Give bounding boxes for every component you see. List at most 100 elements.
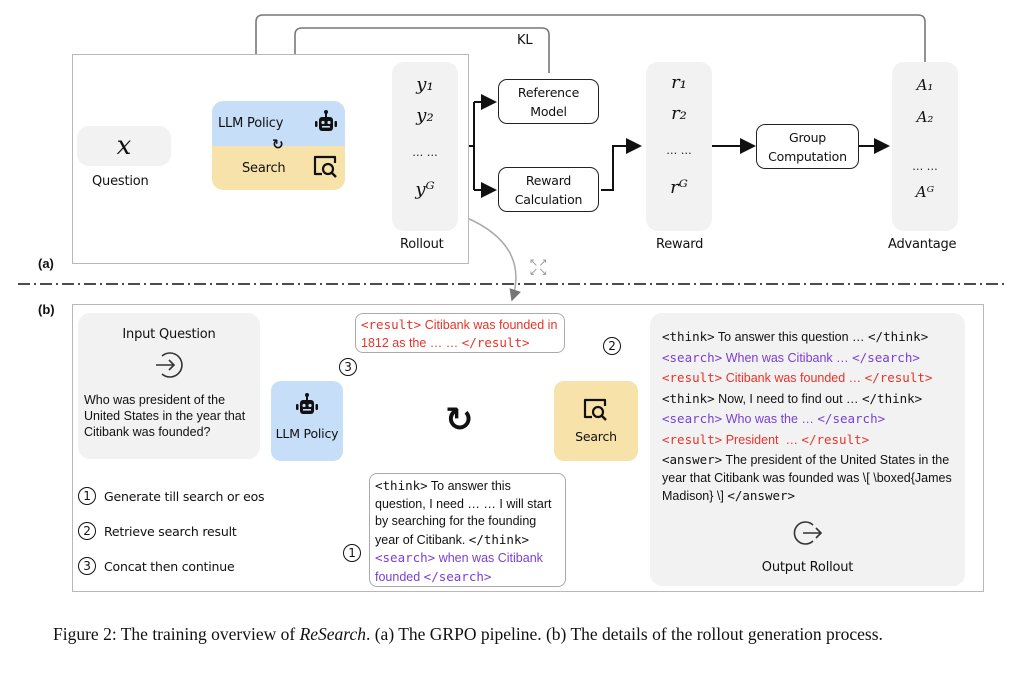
llm-policy-label: LLM Policy: [275, 426, 339, 441]
output-line-tag: <result>: [662, 370, 723, 385]
output-line-tag: </result>: [801, 431, 870, 447]
exit-icon: [650, 518, 965, 555]
answer-line: <answer> The president of the United Sta…: [662, 451, 965, 506]
output-line-text: Who was the …: [722, 412, 818, 426]
legend-text: Concat then continue: [104, 558, 235, 574]
search-box: Search: [554, 381, 638, 461]
output-line-tag: <search>: [662, 349, 723, 365]
reference-model-label: Reference Model: [517, 84, 580, 119]
think-open-tag: <think>: [375, 478, 428, 493]
figure-caption: Figure 2: The training overview of ReSea…: [53, 623, 998, 645]
enter-icon: [78, 350, 260, 384]
result-text: Citibank was founded in 1812 as the … …: [361, 318, 558, 350]
caption-suffix: . (a) The GRPO pipeline. (b) The details…: [365, 624, 883, 644]
kl-feedback-line: [288, 27, 550, 101]
rollout-item: … …: [412, 146, 438, 159]
group-computation-box: Group Computation: [756, 124, 859, 169]
policy-half: LLM Policy: [212, 101, 345, 146]
advantage-item: A₂: [916, 108, 934, 126]
caption-prefix: Figure 2: The training overview of: [53, 624, 300, 644]
panel-a-label: (a): [38, 256, 54, 271]
reward-item: r₂: [671, 103, 687, 124]
output-line: <result> Citibank was founded … </result…: [662, 368, 965, 389]
question-label: Question: [92, 174, 149, 189]
legend-item: 2 Retrieve search result: [78, 521, 264, 541]
rollout-label: Rollout: [400, 237, 444, 252]
output-line: <think> To answer this question … </thin…: [662, 327, 965, 348]
legend-num: 3: [78, 557, 96, 575]
expand-icon: ↖↗↙↘: [529, 256, 548, 278]
panel-b-label: (b): [38, 302, 55, 317]
search-icon: [554, 395, 638, 427]
output-rollout-box: <think> To answer this question … </thin…: [650, 313, 965, 586]
output-rollout-label: Output Rollout: [761, 560, 854, 575]
search-close-tag: </search>: [423, 568, 492, 584]
caption-italic: ReSearch: [299, 624, 366, 644]
robot-icon: [312, 109, 340, 141]
advantage-item: Aᴳ: [915, 183, 935, 201]
advantage-label: Advantage: [888, 237, 957, 252]
output-line-text: To answer this question …: [714, 330, 869, 344]
output-line-tag: </think>: [862, 390, 923, 406]
output-line-tag: </result>: [864, 370, 933, 385]
search-half: Search: [212, 146, 345, 190]
reference-model-box: Reference Model: [498, 79, 599, 124]
reward-calculation-box: Reward Calculation: [498, 167, 599, 212]
step-marker-1: 1: [343, 544, 361, 562]
reward-label: Reward: [656, 237, 704, 252]
search-icon: [312, 152, 340, 184]
policy-label: LLM Policy: [218, 116, 284, 131]
output-line-tag: </search>: [852, 349, 920, 365]
output-line-tag: <think>: [662, 390, 715, 406]
llm-policy-box: LLM Policy: [271, 381, 343, 461]
output-line-tag: </think>: [868, 329, 929, 344]
step-marker-2: 2: [603, 337, 621, 355]
search-open-tag: <search>: [375, 550, 436, 565]
advantage-item: … …: [912, 160, 938, 173]
output-line-text: Now, I need to find out …: [714, 391, 862, 406]
input-question-text: Who was president of the United States i…: [84, 393, 246, 439]
search-text: when was Citibank founded: [375, 551, 543, 584]
robot-icon: [271, 392, 343, 424]
think-close-tag: </think>: [468, 531, 530, 547]
group-computation-label: Group Computation: [768, 129, 847, 164]
search-label: Search: [242, 161, 286, 176]
reward-item: r₁: [671, 72, 687, 93]
output-line-tag: </search>: [817, 411, 886, 426]
question-box: x: [77, 126, 171, 166]
rollout-item: yᴳ: [415, 179, 435, 200]
advantage-feedback-line: [249, 14, 926, 101]
output-line-tag: <result>: [662, 431, 723, 447]
legend-item: 1 Generate till search or eos: [78, 486, 265, 506]
arrow-rewardcalc-reward: [601, 138, 642, 191]
answer-open-tag: <answer>: [662, 452, 723, 467]
loop-icon: ↻: [445, 400, 474, 440]
think-box: <think> To answer this question, I need …: [369, 473, 566, 587]
kl-label: KL: [517, 33, 533, 48]
reward-item: … …: [666, 144, 692, 157]
rollout-item: y₂: [416, 105, 434, 126]
legend-text: Generate till search or eos: [104, 488, 265, 504]
step-marker-3: 3: [339, 358, 357, 376]
output-line: <search> Who was the … </search>: [662, 409, 965, 430]
answer-close-tag: </answer>: [727, 488, 796, 503]
output-line-tag: <search>: [662, 411, 723, 426]
result-open-tag: <result>: [361, 317, 422, 332]
legend: 1 Generate till search or eos 2 Retrieve s…: [78, 486, 265, 576]
output-line: <think> Now, I need to find out … </thin…: [662, 389, 965, 410]
rollout-box: y₁ y₂ … … yᴳ: [392, 62, 458, 231]
rollout-item: y₁: [416, 74, 434, 95]
policy-search-box: LLM Policy Search ↻: [212, 101, 345, 190]
legend-text: Retrieve search result: [104, 523, 237, 539]
output-line: <search> When was Citibank … </search>: [662, 348, 965, 369]
output-line-text: President …: [722, 432, 802, 447]
legend-item: 3 Concat then continue: [78, 556, 264, 576]
advantage-item: A₁: [916, 76, 934, 94]
reward-box: r₁ r₂ … … rᴳ: [646, 62, 712, 231]
legend-num: 1: [78, 487, 96, 505]
output-line-text: When was Citibank …: [722, 350, 853, 365]
legend-num: 2: [78, 522, 96, 540]
output-lines: <think> To answer this question … </thin…: [662, 327, 965, 450]
result-close-tag: </result>: [461, 335, 530, 350]
output-line-tag: <think>: [662, 329, 715, 344]
